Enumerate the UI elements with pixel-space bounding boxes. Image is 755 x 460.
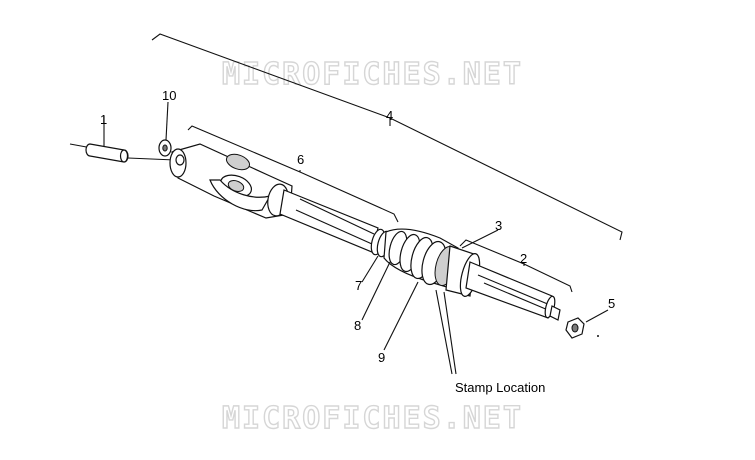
nut-part-5 bbox=[565, 317, 599, 339]
watermark-top: MICROFICHES.NET bbox=[222, 57, 523, 92]
leader-5 bbox=[585, 309, 609, 323]
callout-10: 10 bbox=[162, 88, 176, 103]
leader-3 bbox=[461, 229, 499, 249]
callout-3: 3 bbox=[495, 218, 502, 233]
callout-9: 9 bbox=[378, 350, 385, 365]
stub-shaft-part-2 bbox=[465, 261, 561, 321]
axle-shaft-part-6 bbox=[279, 189, 379, 253]
callout-7: 7 bbox=[355, 278, 362, 293]
washer-part-10 bbox=[158, 139, 172, 157]
leader-7 bbox=[361, 255, 379, 283]
callout-1: 1 bbox=[100, 112, 107, 127]
leader-stamp-b bbox=[443, 291, 457, 375]
callout-2: 2 bbox=[520, 251, 527, 266]
leader-stamp-a bbox=[435, 289, 453, 375]
callout-6: 6 bbox=[297, 152, 304, 167]
callout-5: 5 bbox=[608, 296, 615, 311]
callout-8: 8 bbox=[354, 318, 361, 333]
u-joint-yoke bbox=[169, 143, 293, 219]
stamp-location-label: Stamp Location bbox=[455, 380, 545, 395]
leader-8 bbox=[361, 261, 391, 321]
leader-9 bbox=[383, 281, 419, 351]
leader-10 bbox=[165, 101, 169, 141]
pin-part-1 bbox=[69, 143, 176, 163]
callout-4: 4 bbox=[386, 108, 393, 123]
watermark-bottom: MICROFICHES.NET bbox=[222, 401, 523, 436]
